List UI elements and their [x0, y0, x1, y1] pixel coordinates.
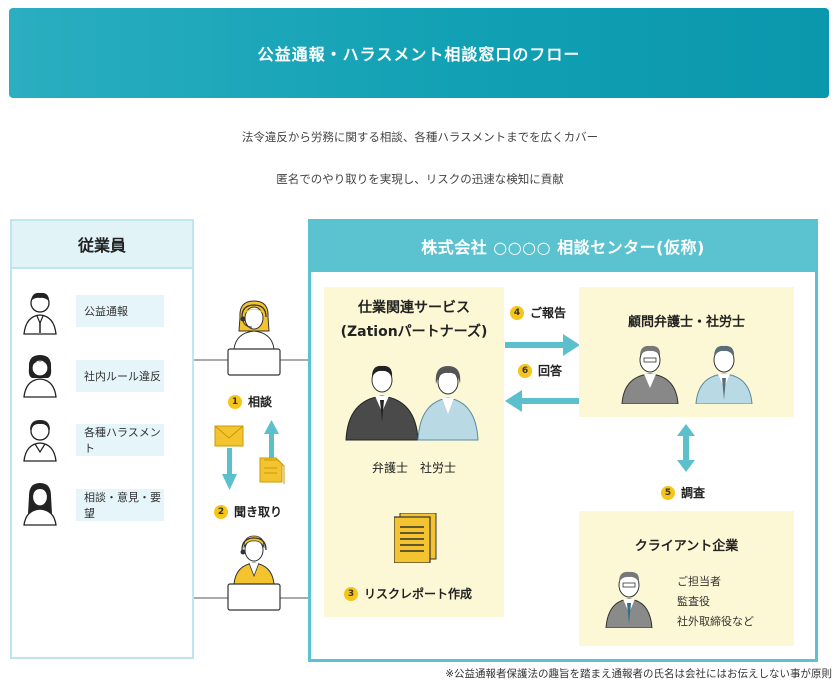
investigation-double-arrow — [677, 424, 695, 472]
step-label-report: ご報告 — [530, 306, 567, 320]
step-label-investigation: 調査 — [681, 486, 706, 500]
service-title-line2: (Zationパートナーズ) — [340, 324, 488, 340]
risk-report-document-icon — [394, 513, 437, 563]
service-title-line1: 仕業関連サービス — [358, 300, 470, 316]
intro-line-2: 匿名でのやり取りを実現し、リスクの迅速な検知に貢献 — [276, 172, 564, 186]
client-contact-icon — [605, 571, 653, 628]
operator-connector-lines — [194, 359, 310, 599]
operator-bottom-icon — [227, 535, 281, 611]
employee-panel-title: 従業員 — [10, 219, 194, 269]
advisor-box — [579, 287, 794, 417]
step-badge-3: 3 — [344, 587, 358, 601]
intro-line-1: 法令違反から労務に関する相談、各種ハラスメントまでを広くカバー — [241, 130, 599, 144]
client-contact-2: 監査役 — [677, 595, 710, 608]
employee-item-rule-violation: 社内ルール違反 — [76, 360, 164, 392]
client-contact-3: 社外取締役など — [677, 615, 754, 628]
step-badge-5: 5 — [661, 486, 675, 500]
page-title: 公益通報・ハラスメント相談窓口のフロー — [257, 45, 581, 64]
step-label-consult: 相談 — [248, 395, 273, 409]
step-label-answer: 回答 — [538, 364, 563, 378]
report-answer-arrows — [505, 334, 580, 412]
employee-item-whistleblowing: 公益通報 — [76, 295, 164, 327]
employee-avatar-3 — [23, 420, 57, 462]
advisor-people-icon — [621, 345, 753, 404]
client-title: クライアント企業 — [634, 539, 739, 554]
employee-item-harassment: 各種ハラスメント — [76, 424, 164, 456]
footnote: ※公益通報者保護法の趣旨を踏まえ通報者の氏名は会社にはお伝えしない事が原則 — [445, 668, 832, 680]
step-label-hearing: 聞き取り — [234, 505, 283, 519]
client-contact-1: ご担当者 — [677, 575, 721, 588]
lawyer-and-consultant-icon — [345, 365, 479, 441]
employee-avatar-1 — [23, 292, 57, 335]
advisor-title: 顧問弁護士・社労士 — [627, 315, 745, 330]
employee-avatar-2 — [23, 355, 57, 398]
step-badge-6: 6 — [518, 364, 532, 378]
step-badge-2: 2 — [214, 505, 228, 519]
employee-avatar-4 — [23, 483, 57, 526]
service-roles: 弁護士 社労士 — [371, 461, 456, 475]
exchange-arrows — [214, 420, 285, 490]
operator-top-icon — [227, 300, 281, 376]
step-badge-1: 1 — [228, 395, 242, 409]
step-label-risk-report: リスクレポート作成 — [364, 587, 473, 601]
step-badge-4: 4 — [510, 306, 524, 320]
center-panel-title: 株式会社 ○○○○ 相談センター(仮称) — [308, 219, 818, 272]
header-banner: 公益通報・ハラスメント相談窓口のフロー — [9, 8, 829, 98]
employee-item-consultation: 相談・意見・要望 — [76, 489, 164, 521]
